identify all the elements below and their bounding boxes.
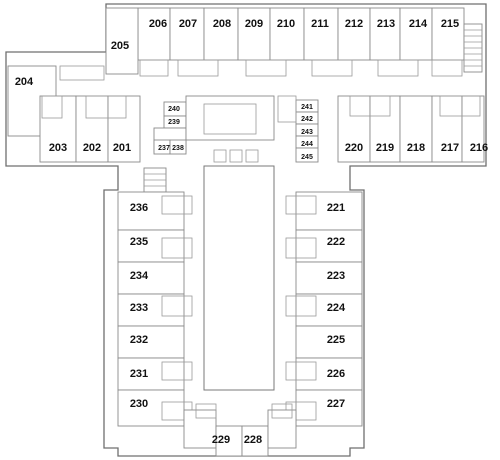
central-atrium bbox=[203, 165, 275, 391]
room-label-201[interactable]: 201 bbox=[113, 142, 131, 154]
room-label-235[interactable]: 235 bbox=[130, 236, 148, 248]
south-end bbox=[183, 403, 297, 457]
room-label-241[interactable]: 241 bbox=[301, 104, 313, 111]
room-label-215[interactable]: 215 bbox=[441, 18, 459, 30]
room-label-222[interactable]: 222 bbox=[327, 236, 345, 248]
room-label-244[interactable]: 244 bbox=[301, 141, 313, 148]
room-label-236[interactable]: 236 bbox=[130, 202, 148, 214]
room-label-243[interactable]: 243 bbox=[301, 129, 313, 136]
room-label-206[interactable]: 206 bbox=[149, 18, 167, 30]
room-label-219[interactable]: 219 bbox=[376, 142, 394, 154]
room-label-214[interactable]: 214 bbox=[409, 18, 428, 30]
room-label-224[interactable]: 224 bbox=[327, 302, 346, 314]
room-label-238[interactable]: 238 bbox=[172, 145, 184, 152]
room-label-205[interactable]: 205 bbox=[111, 40, 129, 52]
room-label-229[interactable]: 229 bbox=[212, 434, 230, 446]
room-label-217[interactable]: 217 bbox=[441, 142, 459, 154]
central-core bbox=[153, 95, 319, 163]
room-label-203[interactable]: 203 bbox=[49, 142, 67, 154]
room-label-245[interactable]: 245 bbox=[301, 154, 313, 161]
room-label-210[interactable]: 210 bbox=[277, 18, 295, 30]
stairs-southwest bbox=[143, 167, 167, 193]
room-label-209[interactable]: 209 bbox=[245, 18, 263, 30]
stairs-northeast bbox=[463, 23, 483, 73]
room-label-227[interactable]: 227 bbox=[327, 398, 345, 410]
south-wing-east bbox=[285, 191, 363, 427]
room-label-223[interactable]: 223 bbox=[327, 270, 345, 282]
room-label-216[interactable]: 216 bbox=[470, 142, 488, 154]
room-label-211[interactable]: 211 bbox=[311, 18, 329, 30]
room-label-234[interactable]: 234 bbox=[130, 270, 149, 282]
room-label-212[interactable]: 212 bbox=[345, 18, 363, 30]
room-label-207[interactable]: 207 bbox=[179, 18, 197, 30]
north-wing bbox=[105, 7, 483, 77]
room-label-237[interactable]: 237 bbox=[158, 145, 170, 152]
room-label-242[interactable]: 242 bbox=[301, 116, 313, 123]
room-label-233[interactable]: 233 bbox=[130, 302, 148, 314]
west-wing bbox=[7, 65, 141, 163]
room-label-231[interactable]: 231 bbox=[130, 368, 148, 380]
room-label-240[interactable]: 240 bbox=[168, 106, 180, 113]
room-label-221[interactable]: 221 bbox=[327, 202, 345, 214]
room-label-228[interactable]: 228 bbox=[244, 434, 262, 446]
room-label-208[interactable]: 208 bbox=[213, 18, 231, 30]
room-label-220[interactable]: 220 bbox=[345, 142, 363, 154]
room-label-225[interactable]: 225 bbox=[327, 334, 345, 346]
room-label-213[interactable]: 213 bbox=[377, 18, 395, 30]
room-label-226[interactable]: 226 bbox=[327, 368, 345, 380]
room-label-204[interactable]: 204 bbox=[15, 76, 34, 88]
room-label-202[interactable]: 202 bbox=[83, 142, 101, 154]
room-label-232[interactable]: 232 bbox=[130, 334, 148, 346]
room-label-239[interactable]: 239 bbox=[168, 119, 180, 126]
east-wing bbox=[337, 95, 485, 163]
south-wing-west bbox=[117, 191, 193, 427]
room-218-highlight bbox=[399, 95, 433, 163]
room-label-218[interactable]: 218 bbox=[407, 142, 425, 154]
room-label-230[interactable]: 230 bbox=[130, 398, 148, 410]
